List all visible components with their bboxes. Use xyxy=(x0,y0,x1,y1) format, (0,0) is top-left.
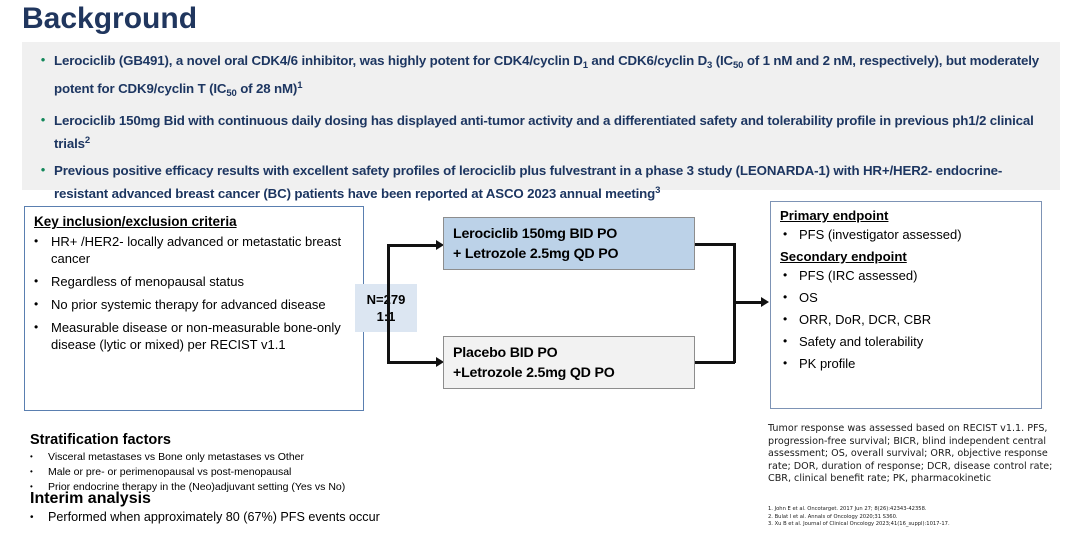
merge-branch-lower xyxy=(695,361,735,364)
stratification-item-label: Male or pre- or perimenopausal vs post-m… xyxy=(48,466,292,478)
secondary-endpoint-label: PK profile xyxy=(799,356,856,371)
stratification-item-label: Visceral metastases vs Bone only metasta… xyxy=(48,451,304,463)
bullet-dot-icon: • xyxy=(34,234,39,248)
treatment-arm-placebo: Placebo BID PO +Letrozole 2.5mg QD PO xyxy=(443,336,695,389)
endpoints-box: Primary endpoint • PFS (investigator ass… xyxy=(770,201,1042,409)
bullet-dot-icon: • xyxy=(34,274,39,288)
bullet-dot-icon: • xyxy=(783,290,788,304)
stratification-section: Stratification factors • Visceral metast… xyxy=(30,432,460,495)
arm-line-2: +Letrozole 2.5mg QD PO xyxy=(453,365,615,381)
secondary-endpoint-item: • OS xyxy=(783,289,1037,306)
bullet-dot-icon: • xyxy=(783,312,788,326)
background-bullet-1: • Lerociclib (GB491), a novel oral CDK4/… xyxy=(32,51,1050,104)
bullet-dot-icon: • xyxy=(40,162,46,177)
background-bullet-text: Lerociclib (GB491), a novel oral CDK4/6 … xyxy=(54,53,1040,99)
merge-branch-upper xyxy=(695,243,735,246)
criteria-item: • Regardless of menopausal status xyxy=(34,273,357,290)
arm-line-1: Lerociclib 150mg BID PO xyxy=(453,226,618,242)
stratification-item-label: Prior endocrine therapy in the (Neo)adju… xyxy=(48,481,346,493)
bullet-dot-icon: • xyxy=(30,512,34,523)
arm-line-1: Placebo BID PO xyxy=(453,345,558,361)
background-bullet-text: Lerociclib 150mg Bid with continuous dai… xyxy=(54,113,1034,151)
bullet-dot-icon: • xyxy=(30,482,33,491)
fork-arrowhead-upper xyxy=(436,240,444,250)
secondary-endpoint-label: ORR, DoR, DCR, CBR xyxy=(799,312,932,327)
secondary-endpoint-item: • PK profile xyxy=(783,355,1037,372)
stratification-item: • Male or pre- or perimenopausal vs post… xyxy=(30,465,460,479)
primary-endpoint-item: • PFS (investigator assessed) xyxy=(783,226,1037,243)
fork-arrowhead-lower xyxy=(436,357,444,367)
interim-analysis-item: • Performed when approximately 80 (67%) … xyxy=(30,509,500,526)
criteria-item-label: Regardless of menopausal status xyxy=(51,274,244,289)
background-band: • Lerociclib (GB491), a novel oral CDK4/… xyxy=(22,42,1060,201)
primary-endpoint-heading: Primary endpoint xyxy=(780,208,889,223)
treatment-arm-lerociclib: Lerociclib 150mg BID PO + Letrozole 2.5m… xyxy=(443,217,695,270)
criteria-item: • No prior systemic therapy for advanced… xyxy=(34,296,357,313)
secondary-endpoint-item: • ORR, DoR, DCR, CBR xyxy=(783,311,1037,328)
secondary-endpoint-item: • Safety and tolerability xyxy=(783,333,1037,350)
merge-stem-to-endpoints xyxy=(733,301,763,304)
secondary-endpoint-label: PFS (IRC assessed) xyxy=(799,268,918,283)
primary-endpoint-label: PFS (investigator assessed) xyxy=(799,227,962,242)
fork-branch-lower xyxy=(387,361,439,364)
bullet-dot-icon: • xyxy=(783,268,788,282)
reference-item: 2. Bulat I et al. Annals of Oncology 202… xyxy=(768,513,898,520)
secondary-endpoint-item: • PFS (IRC assessed) xyxy=(783,267,1037,284)
bullet-dot-icon: • xyxy=(783,334,788,348)
fork-vertical-line xyxy=(387,244,390,363)
merge-arrowhead xyxy=(761,297,769,307)
randomization-box: N=279 1:1 xyxy=(355,284,417,332)
background-bullet-text: Previous positive efficacy results with … xyxy=(54,163,1003,201)
stratification-item: • Prior endocrine therapy in the (Neo)ad… xyxy=(30,480,460,494)
stratification-item: • Visceral metastases vs Bone only metas… xyxy=(30,450,460,464)
background-bullet-list: • Lerociclib (GB491), a novel oral CDK4/… xyxy=(22,42,1060,204)
bullet-dot-icon: • xyxy=(34,297,39,311)
secondary-endpoint-label: Safety and tolerability xyxy=(799,334,924,349)
interim-analysis-section: Interim analysis • Performed when approx… xyxy=(30,490,500,526)
bullet-dot-icon: • xyxy=(783,227,788,241)
criteria-item-label: HR+ /HER2- locally advanced or metastati… xyxy=(51,234,342,266)
bullet-dot-icon: • xyxy=(783,356,788,370)
randomization-n: N=279 xyxy=(366,292,406,307)
criteria-item-label: Measurable disease or non-measurable bon… xyxy=(51,320,341,352)
interim-analysis-heading: Interim analysis xyxy=(30,490,151,507)
key-criteria-box: Key inclusion/exclusion criteria • HR+ /… xyxy=(24,206,364,411)
bullet-dot-icon: • xyxy=(30,467,33,476)
key-criteria-heading: Key inclusion/exclusion criteria xyxy=(34,214,237,229)
bullet-dot-icon: • xyxy=(34,320,39,334)
arm-line-2: + Letrozole 2.5mg QD PO xyxy=(453,246,619,262)
interim-analysis-item-label: Performed when approximately 80 (67%) PF… xyxy=(48,510,380,524)
background-bullet-3: • Previous positive efficacy results wit… xyxy=(32,161,1050,204)
reference-item: 1. John E et al. Oncotarget. 2017 Jun 27… xyxy=(768,506,927,512)
randomization-ratio: 1:1 xyxy=(376,309,396,324)
secondary-endpoint-heading: Secondary endpoint xyxy=(780,249,907,264)
stratification-heading: Stratification factors xyxy=(30,432,171,448)
page-title: Background xyxy=(22,2,198,35)
criteria-item-label: No prior systemic therapy for advanced d… xyxy=(51,297,326,312)
footnote-abbreviations: Tumor response was assessed based on REC… xyxy=(768,423,1053,485)
criteria-item: • Measurable disease or non-measurable b… xyxy=(34,319,357,353)
reference-list: 1. John E et al. Oncotarget. 2017 Jun 27… xyxy=(768,506,1068,529)
criteria-item: • HR+ /HER2- locally advanced or metasta… xyxy=(34,233,357,267)
bullet-dot-icon: • xyxy=(40,112,46,127)
fork-branch-upper xyxy=(387,244,439,247)
bullet-dot-icon: • xyxy=(30,452,33,461)
bullet-dot-icon: • xyxy=(40,52,46,67)
background-bullet-2: • Lerociclib 150mg Bid with continuous d… xyxy=(32,111,1050,154)
reference-item: 3. Xu B et al. Journal of Clinical Oncol… xyxy=(768,521,950,528)
secondary-endpoint-label: OS xyxy=(799,290,818,305)
